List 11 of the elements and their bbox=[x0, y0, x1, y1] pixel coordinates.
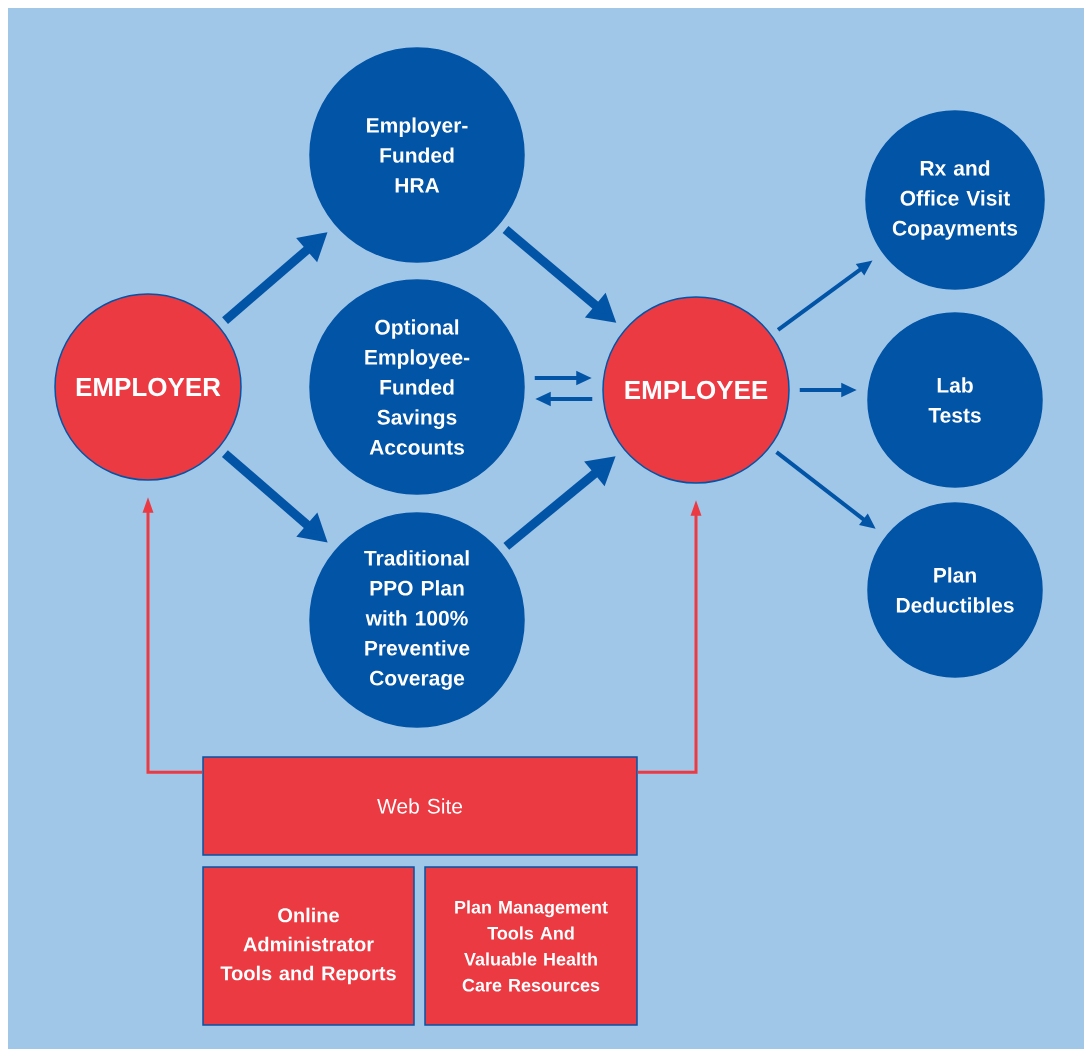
circle-node: Traditional PPO Plan with 100% Preventive Coverage bbox=[309, 512, 525, 728]
circle-node: Rx and Office Visit Copayments bbox=[865, 110, 1045, 290]
circle-node: EMPLOYEE bbox=[602, 296, 790, 484]
circle-node: Employer-Funded HRA bbox=[309, 47, 525, 263]
text-box: Online Administrator Tools and Reports bbox=[202, 866, 415, 1026]
text-box: Web Site bbox=[202, 756, 638, 856]
text-box: Plan Management Tools And Valuable Health Care Resources bbox=[424, 866, 638, 1026]
circle-node: EMPLOYER bbox=[54, 293, 242, 481]
circle-node: Optional Employee-Funded Savings Accounts bbox=[309, 279, 525, 495]
circle-node: Plan Deductibles bbox=[867, 502, 1043, 678]
circle-node: Lab Tests bbox=[867, 312, 1043, 488]
